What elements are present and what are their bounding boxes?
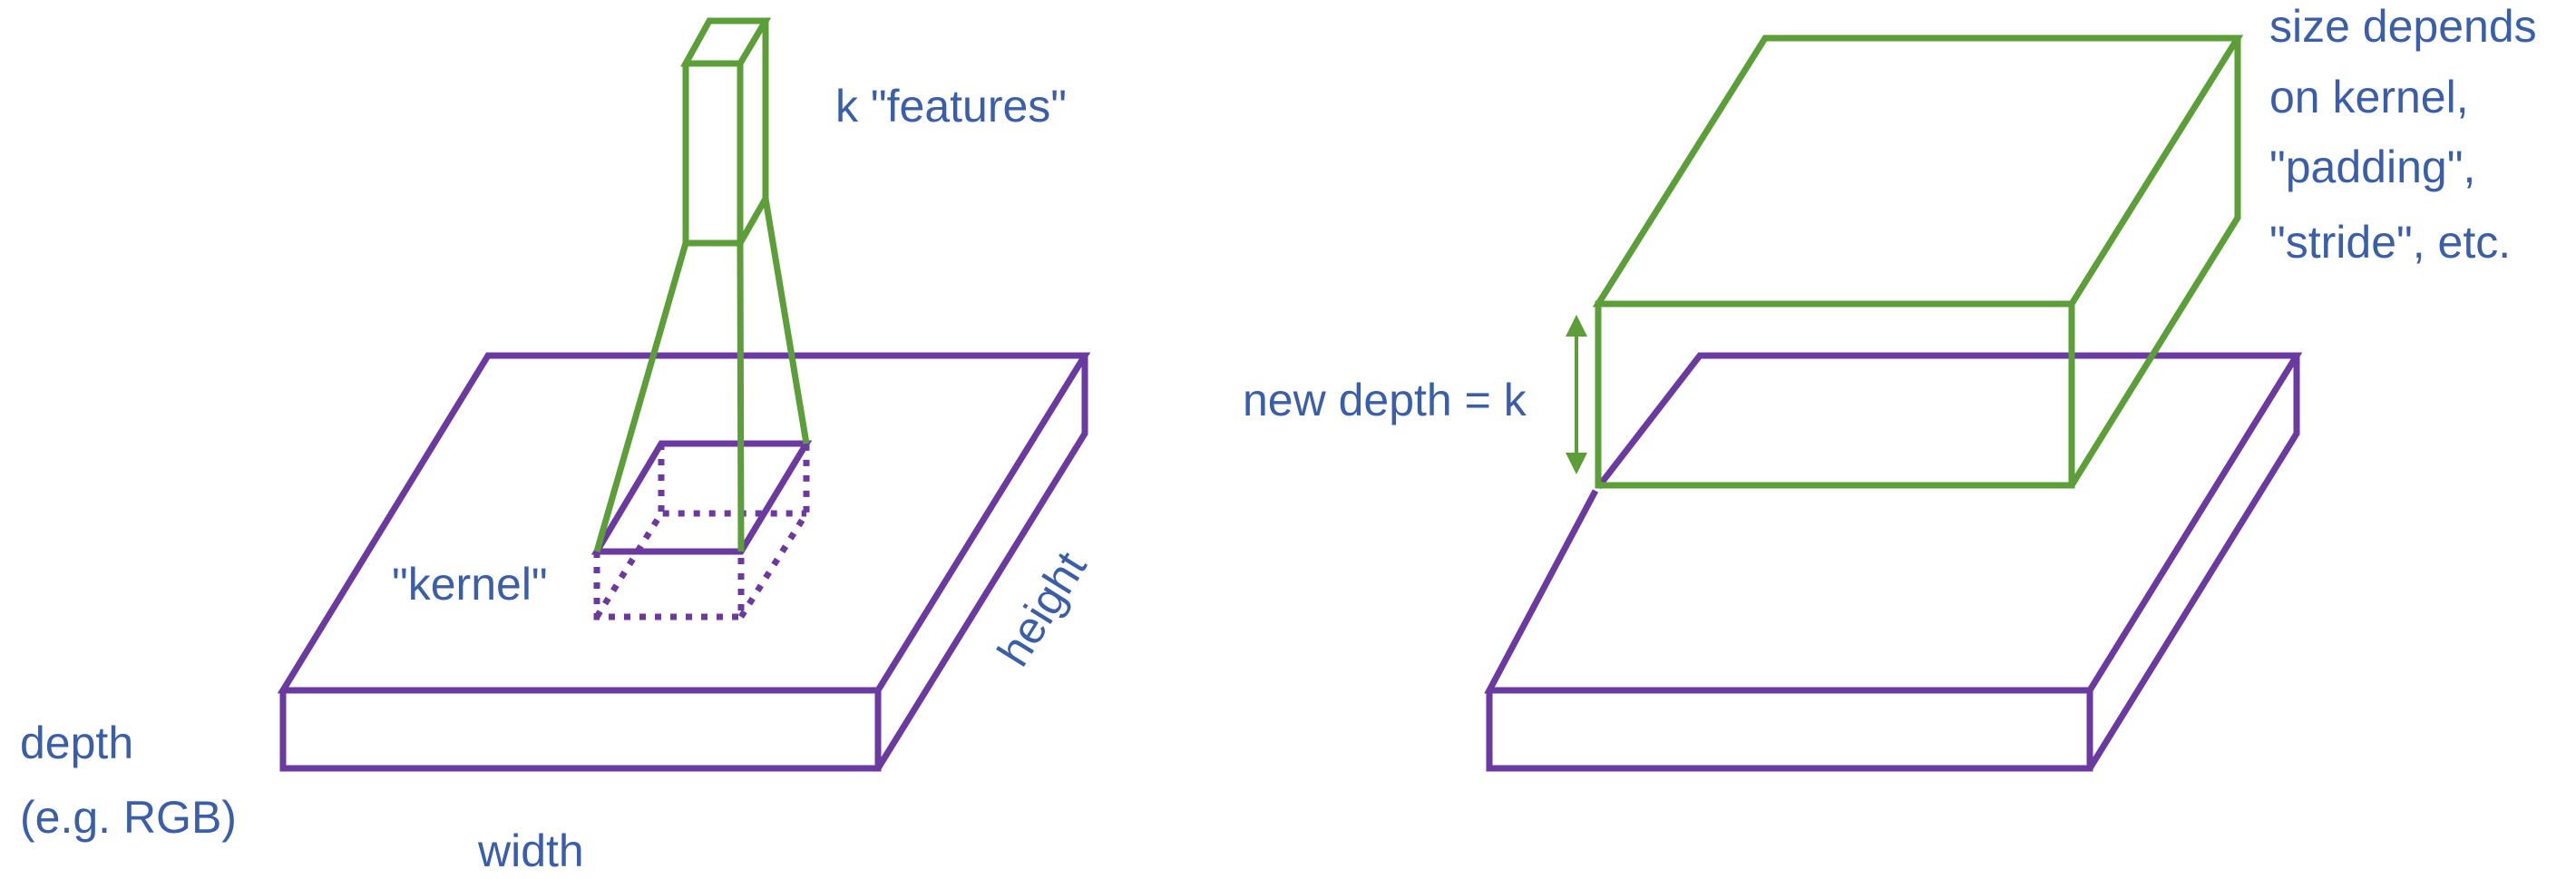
right-panel: new depth = k size depends on kernel, "p… [1243, 1, 2537, 772]
input-volume-right-side-face [2087, 356, 2300, 770]
size-note-line-4: "stride", etc. [2269, 217, 2511, 268]
projection-line [593, 242, 689, 552]
depth-example-label: (e.g. RGB) [20, 792, 237, 843]
new-depth-arrow [1566, 315, 1587, 474]
width-label: width [477, 825, 584, 876]
left-panel: k "features" "kernel" height depth (e.g.… [20, 17, 1097, 876]
output-volume-front-face [1595, 300, 2075, 489]
feature-column-top-face [680, 17, 772, 67]
output-volume-side-face [2069, 38, 2241, 487]
size-note-line-3: "padding", [2269, 142, 2475, 192]
kernel-label: "kernel" [392, 559, 548, 610]
arrowhead-down [1566, 453, 1587, 474]
output-volume [1592, 34, 2244, 489]
features-label: k "features" [835, 81, 1067, 132]
input-volume-right-front-face [1486, 690, 2093, 772]
kernel-top-face [590, 440, 813, 555]
input-volume-top-face [277, 352, 1091, 694]
size-note-line-1: size depends [2269, 1, 2537, 52]
kernel-cube [590, 440, 813, 620]
arrowhead-up [1566, 315, 1587, 337]
projection-line [762, 198, 810, 444]
kernel-hidden-edges [593, 444, 810, 620]
feature-column [593, 17, 810, 552]
output-volume-top-face [1592, 34, 2244, 308]
feature-column-front-face [682, 63, 744, 247]
depth-label: depth [20, 718, 133, 768]
input-volume [277, 352, 1091, 772]
size-note-line-2: on kernel, [2269, 72, 2469, 122]
input-volume-right-top-face [1484, 352, 2303, 694]
input-volume-right [1484, 352, 2303, 772]
input-volume-front-face [279, 690, 882, 772]
projection-line [737, 242, 745, 552]
input-volume-side-face [875, 356, 1088, 770]
new-depth-label: new depth = k [1243, 375, 1527, 425]
